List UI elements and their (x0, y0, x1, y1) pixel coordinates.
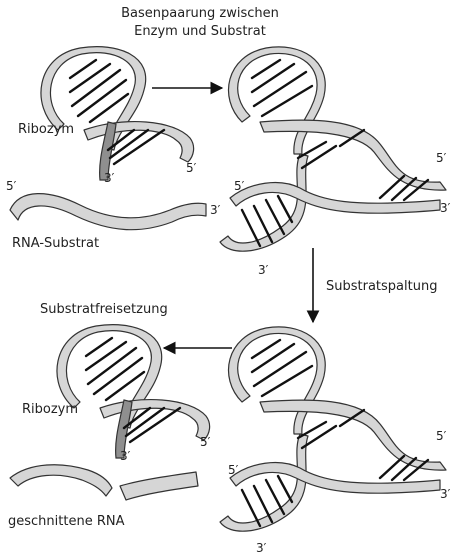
label-rna-substrate: RNA-Substrat (12, 236, 99, 251)
end-5-ribozyme-top: 5′ (186, 161, 197, 175)
end-3-complex-top-right: 3′ (440, 201, 451, 215)
label-ribozyme-bottom: Ribozym (22, 402, 78, 417)
rna-substrate-strand (9, 193, 207, 231)
label-substrate-cleavage: Substratspaltung (326, 279, 437, 294)
end-5-complex-bottom: 5′ (436, 429, 447, 443)
caption-line-2: Enzym und Substrat (134, 24, 266, 39)
cut-rna-fragment-left (9, 464, 113, 497)
end-3-ribozyme-bottom: 3′ (120, 449, 131, 463)
ribozyme-bottom (55, 323, 211, 460)
end-5-substrate: 5′ (6, 179, 17, 193)
complex-bottom (218, 325, 448, 533)
end-3-complex-top-bottom: 3′ (258, 263, 269, 277)
end-3-ribozyme-top: 3′ (104, 171, 115, 185)
cut-rna-fragment-right (119, 471, 199, 501)
end-5-complex-top-left: 5′ (234, 179, 245, 193)
end-3-complex-bottom-right: 3′ (440, 487, 451, 501)
end-5-ribozyme-bottom: 5′ (200, 435, 211, 449)
label-cut-rna: geschnittene RNA (8, 514, 125, 529)
end-3-substrate: 3′ (210, 203, 221, 217)
label-ribozyme-top: Ribozym (18, 122, 74, 137)
end-3-complex-bottom-bottom: 3′ (256, 541, 267, 555)
caption-line-1: Basenpaarung zwischen (121, 6, 279, 21)
label-substrate-release: Substratfreisetzung (40, 302, 168, 317)
end-5-complex-bottom-left: 5′ (228, 463, 239, 477)
ribozyme-top (39, 45, 195, 182)
end-5-complex-top: 5′ (436, 151, 447, 165)
complex-top (218, 45, 448, 253)
